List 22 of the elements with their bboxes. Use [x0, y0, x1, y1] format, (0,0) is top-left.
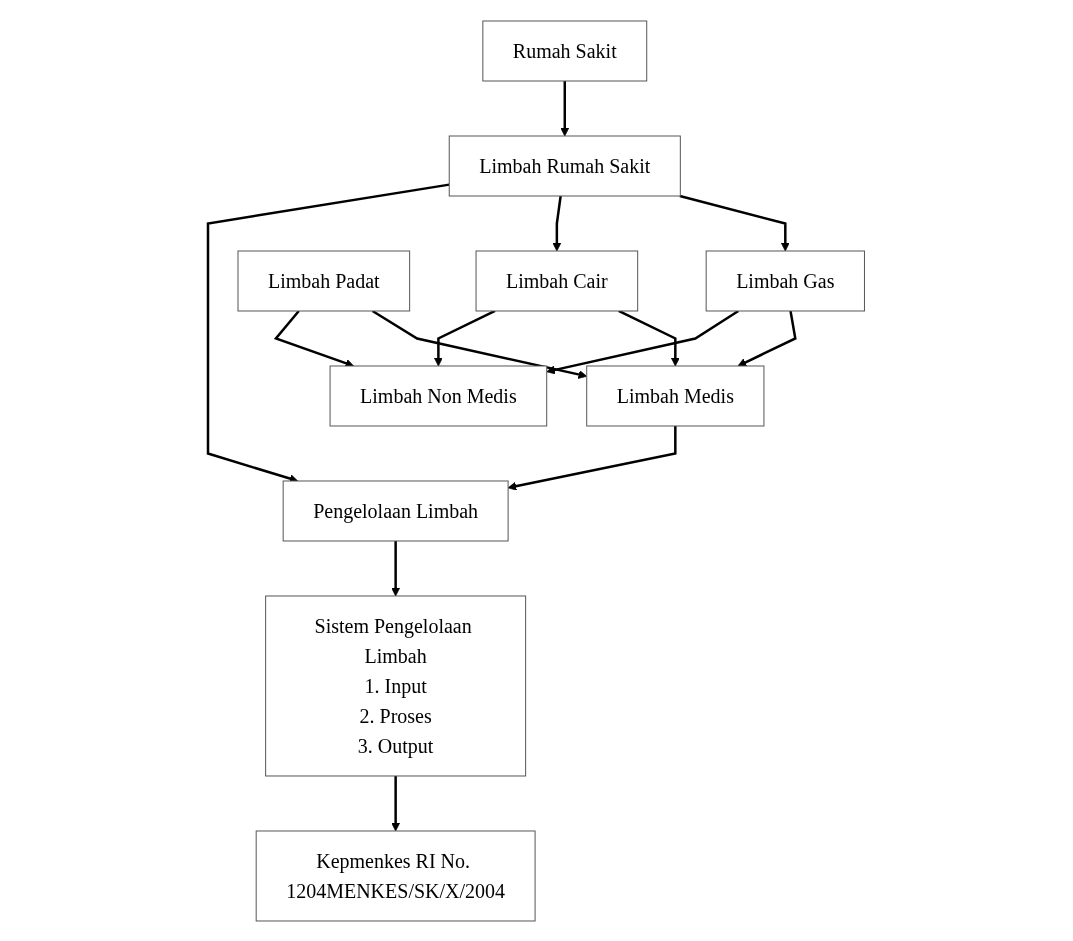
node-box: Limbah Non Medis	[329, 365, 548, 426]
arrow	[274, 309, 355, 367]
node-box: Limbah Medis	[586, 365, 765, 426]
arrow	[434, 309, 496, 366]
node-box: Limbah Rumah Sakit	[449, 135, 682, 196]
node-box: Limbah Cair	[475, 250, 639, 311]
arrow	[391, 775, 401, 831]
node-box: Rumah Sakit	[482, 20, 648, 81]
arrow	[507, 425, 677, 491]
arrow	[391, 540, 401, 596]
node-box: Pengelolaan Limbah	[282, 480, 509, 541]
arrow	[737, 310, 797, 367]
arrow	[679, 194, 790, 251]
arrow	[552, 195, 563, 251]
arrow	[546, 309, 740, 374]
node-box: Kepmenkes RI No. 1204MENKES/SK/X/2004	[255, 830, 536, 921]
arrow	[560, 80, 570, 136]
arrow	[618, 309, 680, 366]
node-box: Sistem Pengelolaan Limbah 1. Input 2. Proses 3. Output	[265, 595, 527, 776]
arrow	[372, 309, 588, 379]
node-box: Limbah Padat	[237, 250, 411, 311]
node-box: Limbah Gas	[705, 250, 866, 311]
